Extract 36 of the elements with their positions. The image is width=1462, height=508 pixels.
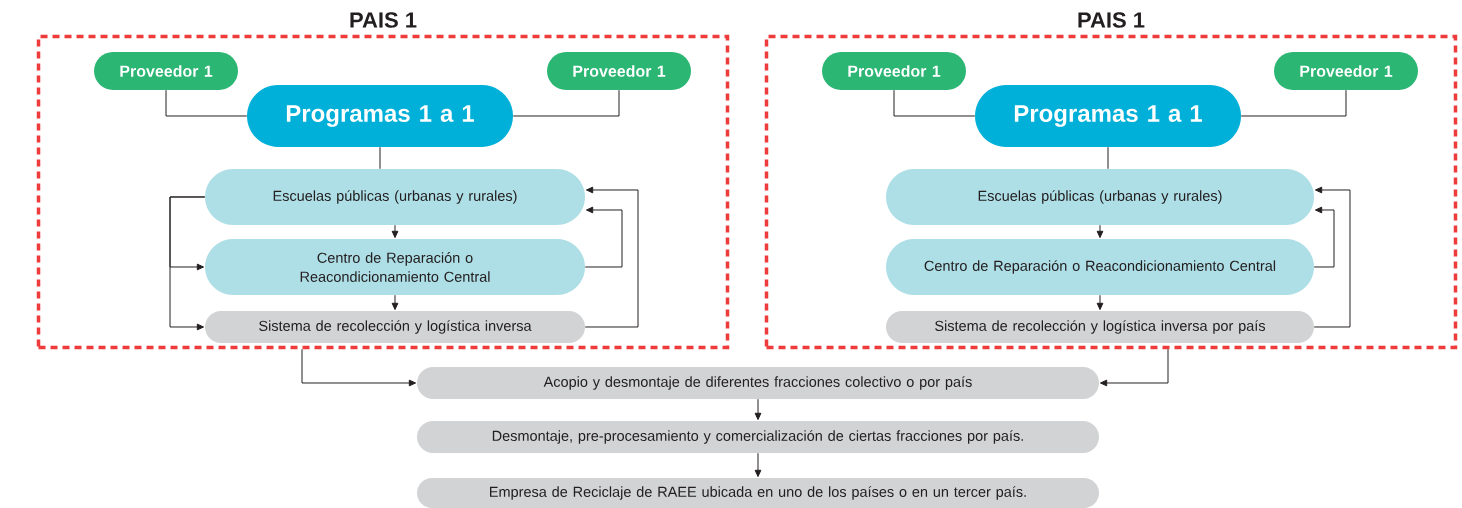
- frame-heading: PAIS 1: [1078, 12, 1145, 28]
- arrow: [584, 206, 623, 268]
- connector-line: [379, 146, 381, 170]
- process-box: Centro de Reparación o Reacondicionamiento Central: [886, 239, 1314, 295]
- supplier-box: Proveedor 1: [1274, 52, 1418, 90]
- arrow: [301, 348, 417, 387]
- supplier-box: Proveedor 1: [94, 52, 238, 90]
- arrow: [1096, 294, 1104, 311]
- process-box: Desmontaje, pre-procesamiento y comercialización de ciertas fracciones por país.: [417, 421, 1099, 453]
- process-box: Centro de Reparación o Reacondicionamiento Central: [205, 239, 585, 295]
- process-box: Acopio y desmontaje de diferentes fracciones colectivo o por país: [417, 367, 1099, 399]
- arrow: [584, 186, 639, 328]
- arrow: [1313, 206, 1335, 268]
- arrow: [391, 294, 399, 311]
- program-box: Programas 1 a 1: [247, 85, 513, 147]
- connector-line: [1240, 89, 1347, 117]
- frame-heading: PAIS 1: [350, 12, 417, 28]
- process-box: Escuelas públicas (urbanas y rurales): [205, 169, 585, 225]
- arrow: [1099, 348, 1169, 387]
- process-box: Empresa de Reciclaje de RAEE ubicada en uno de los países o en un tercer país.: [417, 478, 1099, 508]
- arrow: [754, 452, 762, 478]
- supplier-box: Proveedor 1: [547, 52, 691, 90]
- program-box: Programas 1 a 1: [975, 85, 1241, 147]
- process-box: Sistema de recolección y logística inversa por país: [886, 311, 1314, 343]
- connector-line: [512, 89, 620, 117]
- arrow: [754, 398, 762, 421]
- process-box: Escuelas públicas (urbanas y rurales): [886, 169, 1314, 225]
- supplier-box: Proveedor 1: [822, 52, 966, 90]
- connector-line: [893, 89, 976, 117]
- arrow: [169, 196, 206, 331]
- connector-line: [165, 89, 248, 117]
- arrow: [391, 224, 399, 239]
- connector-line: [1107, 146, 1109, 170]
- process-box: Sistema de recolección y logística inversa: [205, 311, 585, 343]
- arrow: [1313, 186, 1351, 328]
- arrow: [1096, 224, 1104, 239]
